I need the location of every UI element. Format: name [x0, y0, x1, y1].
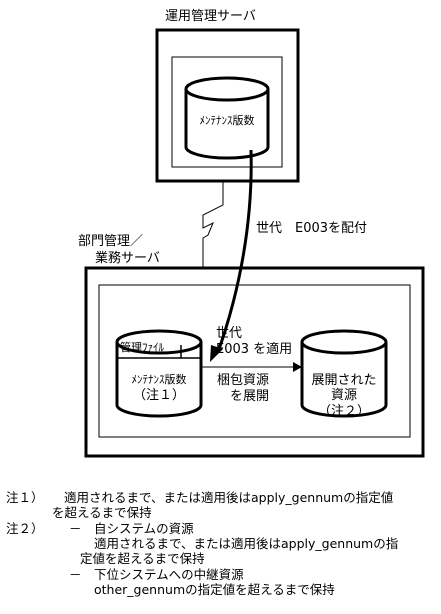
management-file-label: ﾒﾝﾃﾅﾝｽ版数 [132, 372, 187, 386]
expanded-label-line1: 展開された [311, 373, 376, 388]
expanded-label-line2: 資源 [331, 388, 357, 403]
note1-head: 注１） [6, 490, 44, 505]
ops-server-box [155, 28, 300, 183]
note2-item1-line2: 定値を超えるまで保持 [80, 551, 205, 566]
expand-arrowhead [293, 362, 302, 372]
note1-line2: を超えるまで保持 [52, 505, 152, 520]
note2-dash2: － [69, 567, 82, 582]
note2-item1-line1: 適用されるまで、または適用後はapply_gennumの指 [94, 536, 399, 551]
management-file-header: 管理ﾌｧｲﾙ [120, 340, 164, 354]
dept-server-title-line2: 業務サーバ [95, 250, 160, 266]
system-diagram: 運用管理サーバ ﾒﾝﾃﾅﾝｽ版数 世代 E003を配付 部門管理／ 業務サーバ … [78, 9, 425, 458]
distribution-arrow [216, 149, 253, 353]
expanded-resources-cylinder: 展開された 資源 （注２） [300, 329, 388, 419]
dept-server-inner-box [98, 284, 411, 438]
network-connection-line [202, 181, 224, 268]
apply-label-line2: E003 を適用 [216, 341, 292, 357]
expand-label-line2: を展開 [230, 389, 269, 404]
note2-item2-line1: other_gennumの指定値を超えるまで保持 [94, 582, 335, 597]
ops-server-inner-box [171, 56, 283, 168]
dept-server-title-line1: 部門管理／ [78, 234, 143, 249]
dept-server-box [84, 266, 425, 458]
expand-label-line1: 梱包資源 [217, 373, 269, 388]
note2-head: 注２） [6, 521, 44, 536]
apply-label-line1: 世代 [216, 326, 242, 341]
management-file-note: （注１） [133, 388, 185, 403]
expanded-label-line3: （注２） [318, 404, 370, 419]
distribution-arrowhead [210, 345, 223, 362]
note2-item1: 自システムの資源 [94, 521, 194, 536]
note2-dash1: － [69, 521, 82, 536]
note1-line1: 適用されるまで、または適用後はapply_gennumの指定値 [64, 490, 394, 505]
distribution-label: 世代 E003を配付 [256, 221, 367, 236]
ops-cylinder-label: ﾒﾝﾃﾅﾝｽ版数 [200, 113, 255, 127]
ops-server-title: 運用管理サーバ [165, 9, 256, 24]
note2-item2: 下位システムへの中継資源 [94, 567, 244, 582]
management-file-cylinder: 管理ﾌｧｲﾙ ﾒﾝﾃﾅﾝｽ版数 （注１） [115, 329, 203, 418]
maintenance-version-cylinder: ﾒﾝﾃﾅﾝｽ版数 [184, 76, 270, 160]
